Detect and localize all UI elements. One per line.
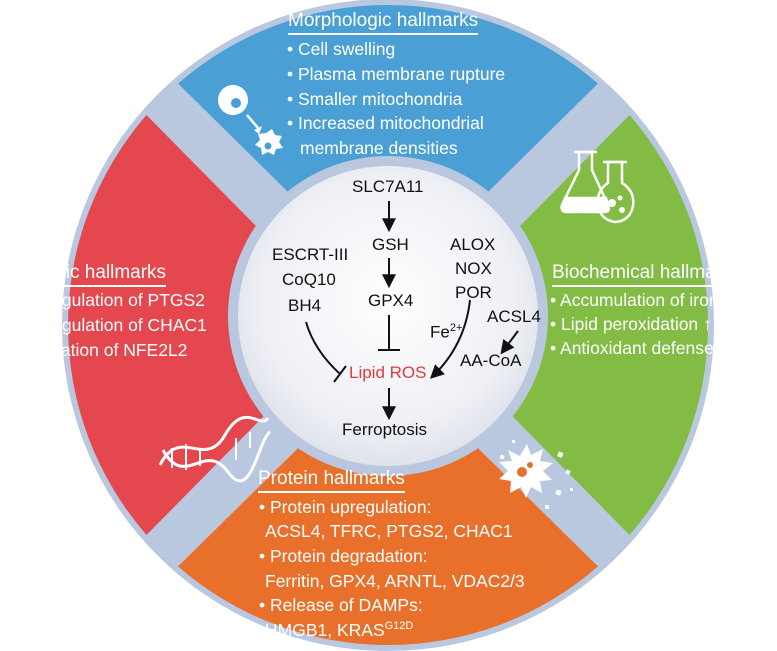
biochemical-item-1: • Accumulation of iron — [550, 290, 719, 310]
morphologic-item-5: membrane densities — [300, 138, 458, 158]
genetic-item-1: • Upregulation of PTGS2 — [13, 290, 205, 310]
protein-item-3: • Protein degradation: — [259, 546, 428, 566]
coq10-label: CoQ10 — [282, 270, 336, 289]
protein-item-1: • Protein upregulation: — [259, 497, 432, 517]
arrow-acsl4-aacoa — [500, 330, 519, 355]
alox-label: ALOX — [450, 235, 496, 254]
slc7a11-label: SLC7A11 — [352, 177, 424, 196]
arrow-alox-lipidros — [429, 299, 471, 379]
por-label: POR — [455, 283, 492, 302]
bh4-label: BH4 — [288, 296, 322, 315]
genetic-item-2: • Upregulation of CHAC1 — [13, 315, 207, 335]
protein-item-6-text: HMGB1, KRAS — [265, 620, 385, 640]
biochemical-item-2: • Lipid peroxidation ↑ — [550, 314, 712, 334]
aa-coa-label: AA-CoA — [460, 351, 522, 370]
protein-sector — [178, 446, 598, 645]
morphologic-sector — [178, 4, 598, 204]
morphologic-item-2: • Plasma membrane rupture — [287, 64, 506, 84]
protein-item-4: Ferritin, GPX4, ARNTL, VDAC2/3 — [265, 571, 525, 591]
kras-superscript: G12D — [384, 620, 414, 633]
morphologic-title: Morphologic hallmarks — [288, 10, 479, 35]
cell-swelling-icon — [218, 85, 283, 155]
protein-item-5: • Release of DAMPs: — [259, 595, 423, 615]
genetic-sector — [68, 115, 267, 535]
biochemical-sector — [509, 115, 709, 535]
lipid-ros-label: Lipid ROS — [349, 363, 427, 382]
inhibit-bh4-bar — [333, 365, 347, 383]
damp-burst-icon — [499, 440, 573, 509]
acsl4-label: ACSL4 — [487, 307, 541, 326]
dna-icon — [158, 415, 272, 483]
genetic-item-3: • Activation of NFE2L2 — [13, 340, 188, 360]
biochemical-title: Biochemical hallmarks — [552, 262, 742, 287]
protein-item-6: HMGB1, KRASG12D — [265, 620, 413, 640]
morphologic-item-4: • Increased mitochondrial — [287, 113, 484, 133]
fe-text: Fe — [430, 322, 450, 342]
escrt-label: ESCRT-III — [272, 245, 349, 264]
protein-item-2: ACSL4, TFRC, PTGS2, CHAC1 — [265, 521, 513, 541]
fe-charge: 2+ — [449, 322, 463, 334]
flasks-icon — [560, 150, 635, 224]
inhibit-bh4-lipidros — [305, 321, 341, 375]
gpx4-label: GPX4 — [368, 291, 414, 310]
morphologic-item-3: • Smaller mitochondria — [287, 89, 463, 109]
nox-label: NOX — [455, 259, 492, 278]
biochemical-item-3: • Antioxidant defense ↓ — [550, 338, 728, 358]
protein-title: Protein hallmarks — [258, 468, 405, 493]
genetic-title: Genetic hallmarks — [14, 262, 167, 287]
pathway-arrows — [305, 201, 519, 421]
morphologic-item-1: • Cell swelling — [287, 39, 396, 59]
fe-label: Fe2+ — [430, 322, 462, 342]
ferroptosis-label: Ferroptosis — [342, 420, 428, 439]
gsh-label: GSH — [372, 235, 409, 254]
